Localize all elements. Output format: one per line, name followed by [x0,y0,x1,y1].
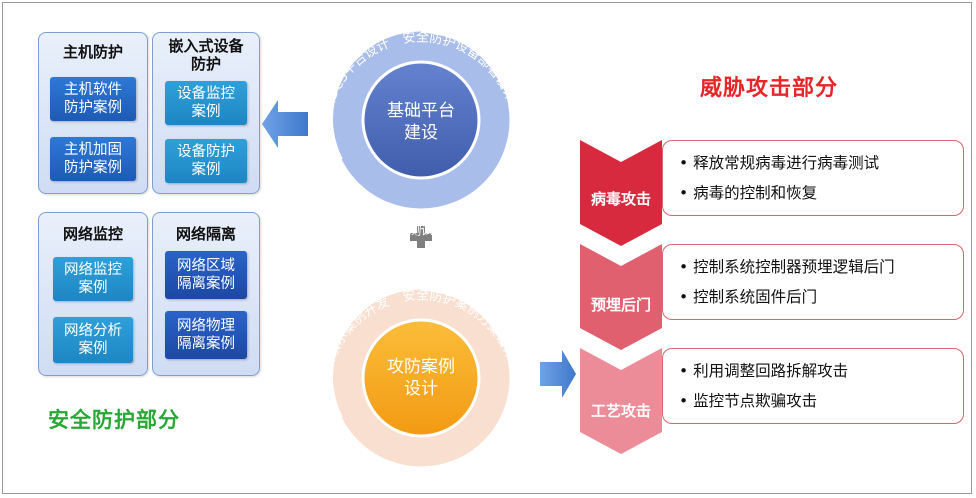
attack-row-virus: • 释放常规病毒进行病毒测试 • 病毒的控制和恢复 [662,140,964,216]
case-box: 网络监控 案例 [53,257,133,301]
arrow-left-icon [262,100,308,148]
defense-section-label: 安全防护部分 [48,408,180,432]
chevron-label: 工艺攻击 [590,402,651,420]
row-item: • 利用调整回路拆解攻击 [679,362,849,380]
row-item: • 监控节点欺骗攻击 [679,392,818,410]
panel-title: 嵌入式设备 防护 [168,37,244,73]
case-box: 网络区域 隔离案例 [165,251,247,299]
case-box: 网络物理 隔离案例 [165,311,247,359]
chevron-shape [580,348,662,454]
row-item: • 病毒的控制和恢复 [679,184,818,202]
host-protection-panel: 主机防护 主机软件 防护案例 主机加固 防护案例 [38,32,148,194]
attack-chevrons [580,140,662,454]
platform-hub [361,60,481,180]
embedded-protection-panel: 嵌入式设备 防护 设备监控 案例 设备防护 案例 [152,32,260,194]
case-box: 设备防护 案例 [165,139,247,183]
row-item: • 释放常规病毒进行病毒测试 [679,154,880,172]
row-item: • 控制系统控制器预埋逻辑后门 [679,258,895,276]
arrow-right-icon [540,350,576,398]
chevron-shape [580,244,662,350]
network-isolation-panel: 网络隔离 网络区域 隔离案例 网络物理 隔离案例 [152,212,260,376]
chevron-process: 工艺攻击 [580,348,666,458]
case-box: 设备监控 案例 [165,81,247,125]
attack-row-backdoor: • 控制系统控制器预埋逻辑后门 • 控制系统固件后门 [662,244,964,320]
chevron-virus: 病毒攻击 [580,140,666,250]
platform-hub-label: 基础平台 建设 [387,101,455,143]
case-box: 主机加固 防护案例 [50,137,136,181]
plus-icon [410,226,432,248]
row-item: • 控制系统固件后门 [679,288,818,306]
case-box: 主机软件 防护案例 [50,77,136,121]
chevron-label: 预埋后门 [590,296,651,314]
attack-row-process: • 利用调整回路拆解攻击 • 监控节点欺骗攻击 [662,348,964,424]
case-box: 网络分析 案例 [53,317,133,363]
attack-design-hub-label: 攻防案例 设计 [387,357,455,399]
attack-design-cycle [327,285,513,479]
platform-cycle [327,27,513,221]
attack-section-label: 威胁攻击部分 [700,76,839,101]
panel-title: 网络隔离 [175,225,236,243]
panel-title: 主机防护 [62,43,123,61]
attack-design-hub [361,318,481,438]
chevron-backdoor: 预埋后门 [580,244,666,354]
network-monitor-panel: 网络监控 网络监控 案例 网络分析 案例 [38,212,148,376]
chevron-shape [580,140,662,246]
panel-title: 网络监控 [62,225,123,243]
chevron-label: 病毒攻击 [590,190,651,208]
